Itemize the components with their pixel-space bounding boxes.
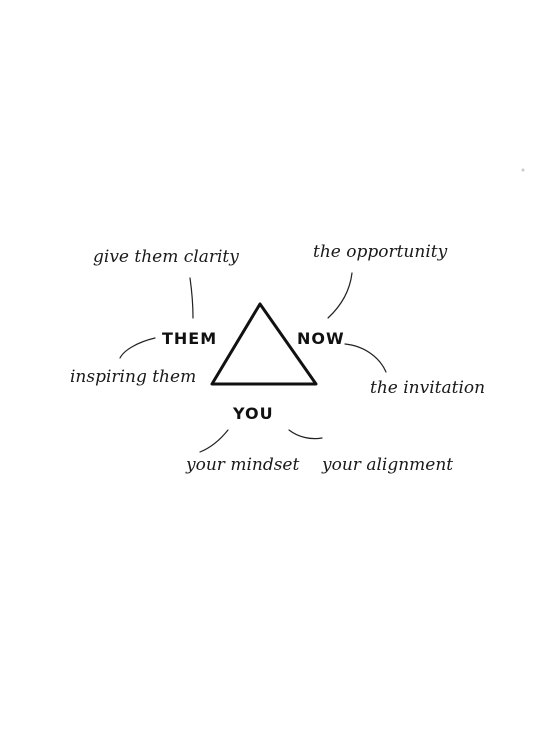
central-triangle [210,302,318,386]
note-the-invitation: the invitation [370,378,485,398]
note-inspiring-them: inspiring them [70,367,196,387]
note-the-opportunity: the opportunity [313,242,448,262]
connector-invitation [344,343,387,373]
connector-clarity [189,277,194,319]
label-you: YOU [232,404,274,423]
label-them: THEM [162,329,217,348]
connector-alignment [288,429,323,440]
speck-dot [521,168,525,172]
note-your-mindset: your mindset [185,455,299,475]
connector-opportunity [327,272,353,319]
label-now: NOW [297,329,345,348]
connector-mindset [199,429,229,453]
connector-inspiring [119,337,156,359]
note-your-alignment: your alignment [321,455,453,475]
note-give-them-clarity: give them clarity [93,247,239,267]
